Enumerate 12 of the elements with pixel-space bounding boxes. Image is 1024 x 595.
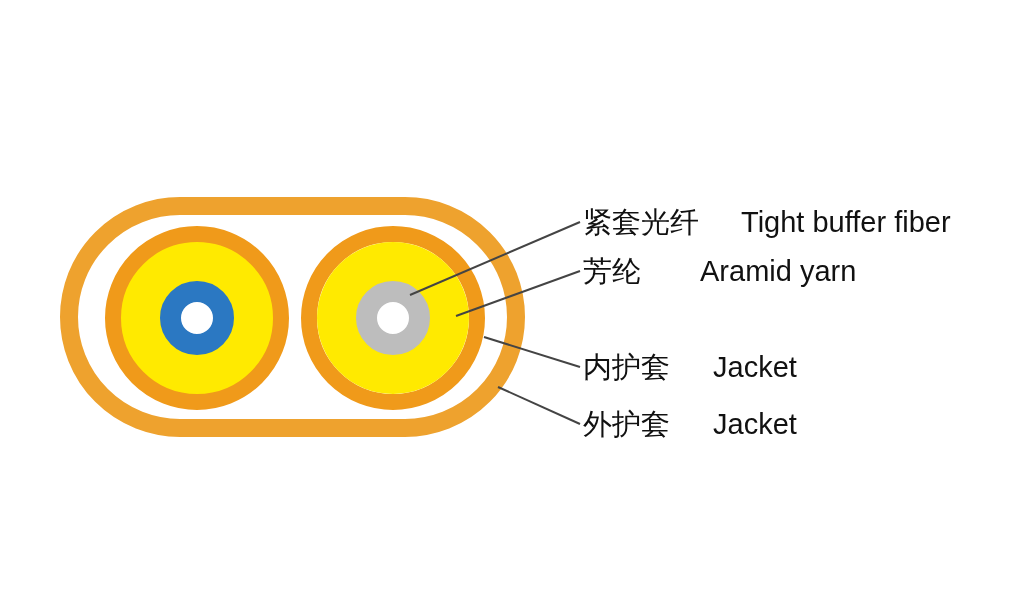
chinese-label: 芳纶 bbox=[583, 254, 641, 288]
leader-line bbox=[455, 270, 581, 317]
leader-line bbox=[497, 386, 581, 425]
chinese-label: 内护套 bbox=[583, 350, 670, 384]
english-label: Jacket bbox=[713, 407, 797, 441]
leader-line bbox=[409, 221, 581, 296]
english-label: Tight buffer fiber bbox=[741, 205, 951, 239]
chinese-label: 外护套 bbox=[583, 407, 670, 441]
english-label: Jacket bbox=[713, 350, 797, 384]
english-label: Aramid yarn bbox=[700, 254, 857, 288]
chinese-label: 紧套光纤 bbox=[583, 205, 699, 239]
leader-line bbox=[483, 336, 581, 368]
